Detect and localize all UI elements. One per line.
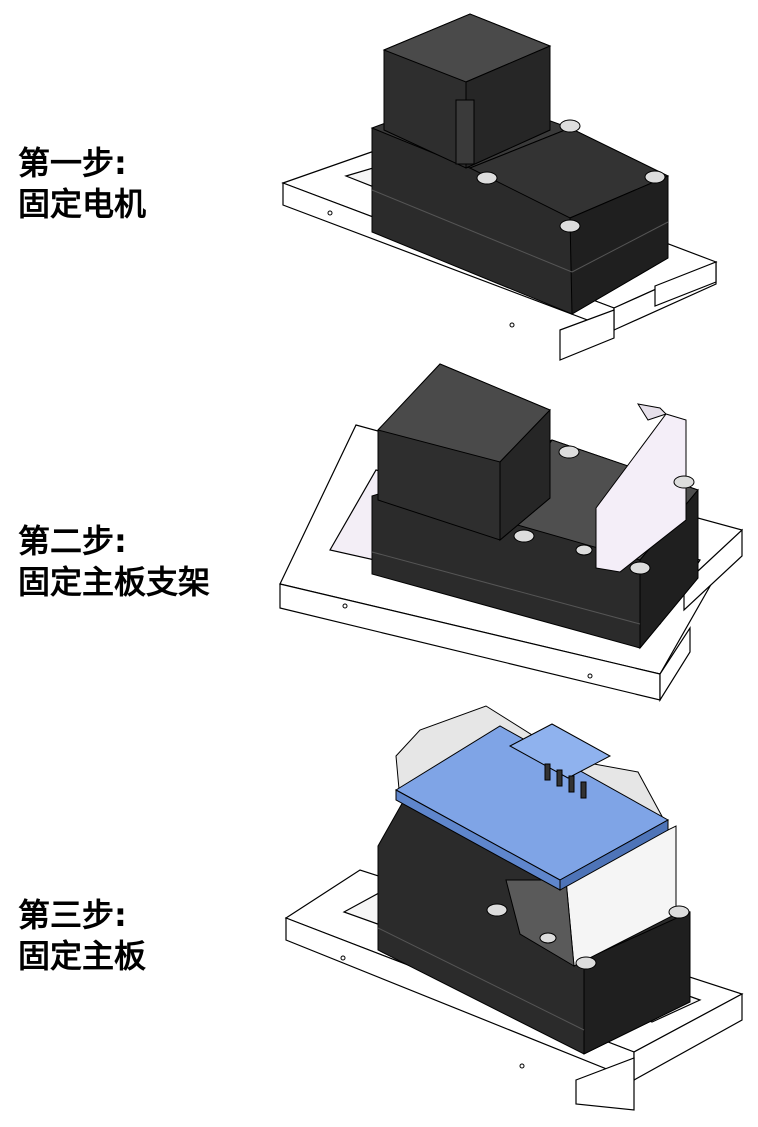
step-1-title: 固定电机 — [18, 185, 147, 223]
screw-icon — [575, 956, 597, 970]
connector-pin-icon — [568, 775, 575, 793]
connector-pin-icon — [580, 781, 587, 799]
step-3-illustration — [284, 705, 744, 1111]
step-3-title: 固定主板 — [18, 937, 147, 975]
screw-icon — [575, 544, 593, 556]
step-3-number: 第三步: — [18, 896, 127, 934]
step-2-number: 第二步: — [18, 522, 127, 560]
step-2-title: 固定主板支架 — [18, 563, 211, 601]
screw-icon — [558, 445, 580, 459]
screw-hole-icon — [519, 1063, 525, 1069]
step-1-number: 第一步: — [18, 144, 127, 182]
screw-hole-icon — [509, 322, 515, 328]
screw-icon — [668, 905, 690, 919]
screw-icon — [559, 119, 581, 133]
connector-pin-icon — [556, 769, 563, 787]
screw-icon — [486, 903, 508, 917]
screw-hole-icon — [342, 603, 348, 609]
screw-icon — [644, 170, 666, 184]
screw-icon — [629, 561, 651, 575]
motor — [382, 13, 552, 169]
step-3-label: 第三步: 固定主板 — [18, 895, 258, 977]
screw-icon — [673, 475, 695, 489]
screw-hole-icon — [340, 955, 346, 961]
step-2-label: 第二步: 固定主板支架 — [18, 521, 258, 603]
screw-icon — [539, 932, 557, 944]
connector-pin-icon — [544, 763, 551, 781]
step-1-illustration — [281, 13, 718, 361]
motor — [377, 363, 551, 542]
screw-icon — [559, 219, 581, 233]
screw-hole-icon — [327, 210, 333, 216]
screw-icon — [476, 171, 498, 185]
step-2-illustration — [279, 363, 743, 703]
step-1-label: 第一步: 固定电机 — [18, 143, 258, 225]
screw-hole-icon — [587, 673, 593, 679]
mainboard — [395, 723, 670, 891]
mainboard-bracket — [595, 403, 687, 573]
screw-icon — [513, 529, 535, 543]
